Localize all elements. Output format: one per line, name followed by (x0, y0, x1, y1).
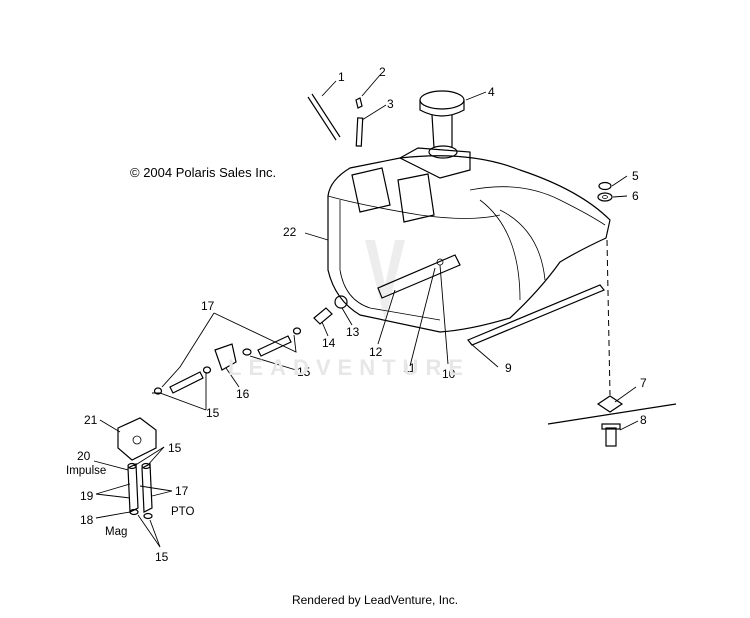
callout-19: 19 (80, 489, 94, 503)
label-mag: Mag (105, 526, 127, 538)
fuel-cap (419, 90, 465, 149)
callout-numbers: 1 2 3 4 5 6 7 8 9 10 11 12 13 14 15 15 1… (66, 65, 647, 564)
hoses-valve (153, 327, 302, 395)
callout-10: 10 (442, 367, 456, 381)
copyright-text: © 2004 Polaris Sales Inc. (130, 165, 277, 180)
label-pto: PTO (171, 506, 194, 518)
mount-line (606, 239, 611, 396)
strip-9 (467, 284, 605, 346)
callout-2: 2 (379, 65, 386, 79)
label-impulse: Impulse (66, 465, 106, 477)
callout-1: 1 (338, 70, 345, 84)
mount-plate (547, 395, 677, 447)
callout-17-b: 17 (175, 484, 189, 498)
callout-13: 13 (346, 325, 360, 339)
callout-17-a: 17 (201, 299, 215, 313)
fuel-tank (327, 145, 611, 333)
watermark-text: LEADVENTURE (228, 355, 471, 380)
callout-16: 16 (236, 387, 250, 401)
callout-11: 11 (403, 361, 416, 375)
callout-7: 7 (640, 376, 647, 390)
footer-credit: Rendered by LeadVenture, Inc. (291, 593, 459, 607)
callout-20: 20 (77, 449, 91, 463)
callout-4: 4 (488, 85, 495, 99)
callout-15-a: 15 (297, 365, 311, 379)
callout-15-c: 15 (168, 441, 182, 455)
callout-5: 5 (632, 169, 639, 183)
callout-9: 9 (505, 361, 512, 375)
callout-15-b: 15 (206, 406, 220, 420)
callout-12: 12 (369, 345, 383, 359)
washers-5-6 (597, 181, 613, 202)
fuel-pump (117, 417, 157, 520)
leader-lines (93, 74, 639, 548)
vent-parts (307, 93, 364, 147)
callout-8: 8 (640, 413, 647, 427)
fittings-13-14 (313, 295, 348, 325)
callout-22: 22 (283, 225, 297, 239)
callout-6: 6 (632, 189, 639, 203)
callout-3: 3 (387, 97, 394, 111)
callout-15-d: 15 (155, 550, 169, 564)
watermark-logo (365, 240, 405, 320)
callout-18: 18 (80, 513, 94, 527)
callout-21: 21 (84, 413, 98, 427)
callout-14: 14 (322, 336, 336, 350)
